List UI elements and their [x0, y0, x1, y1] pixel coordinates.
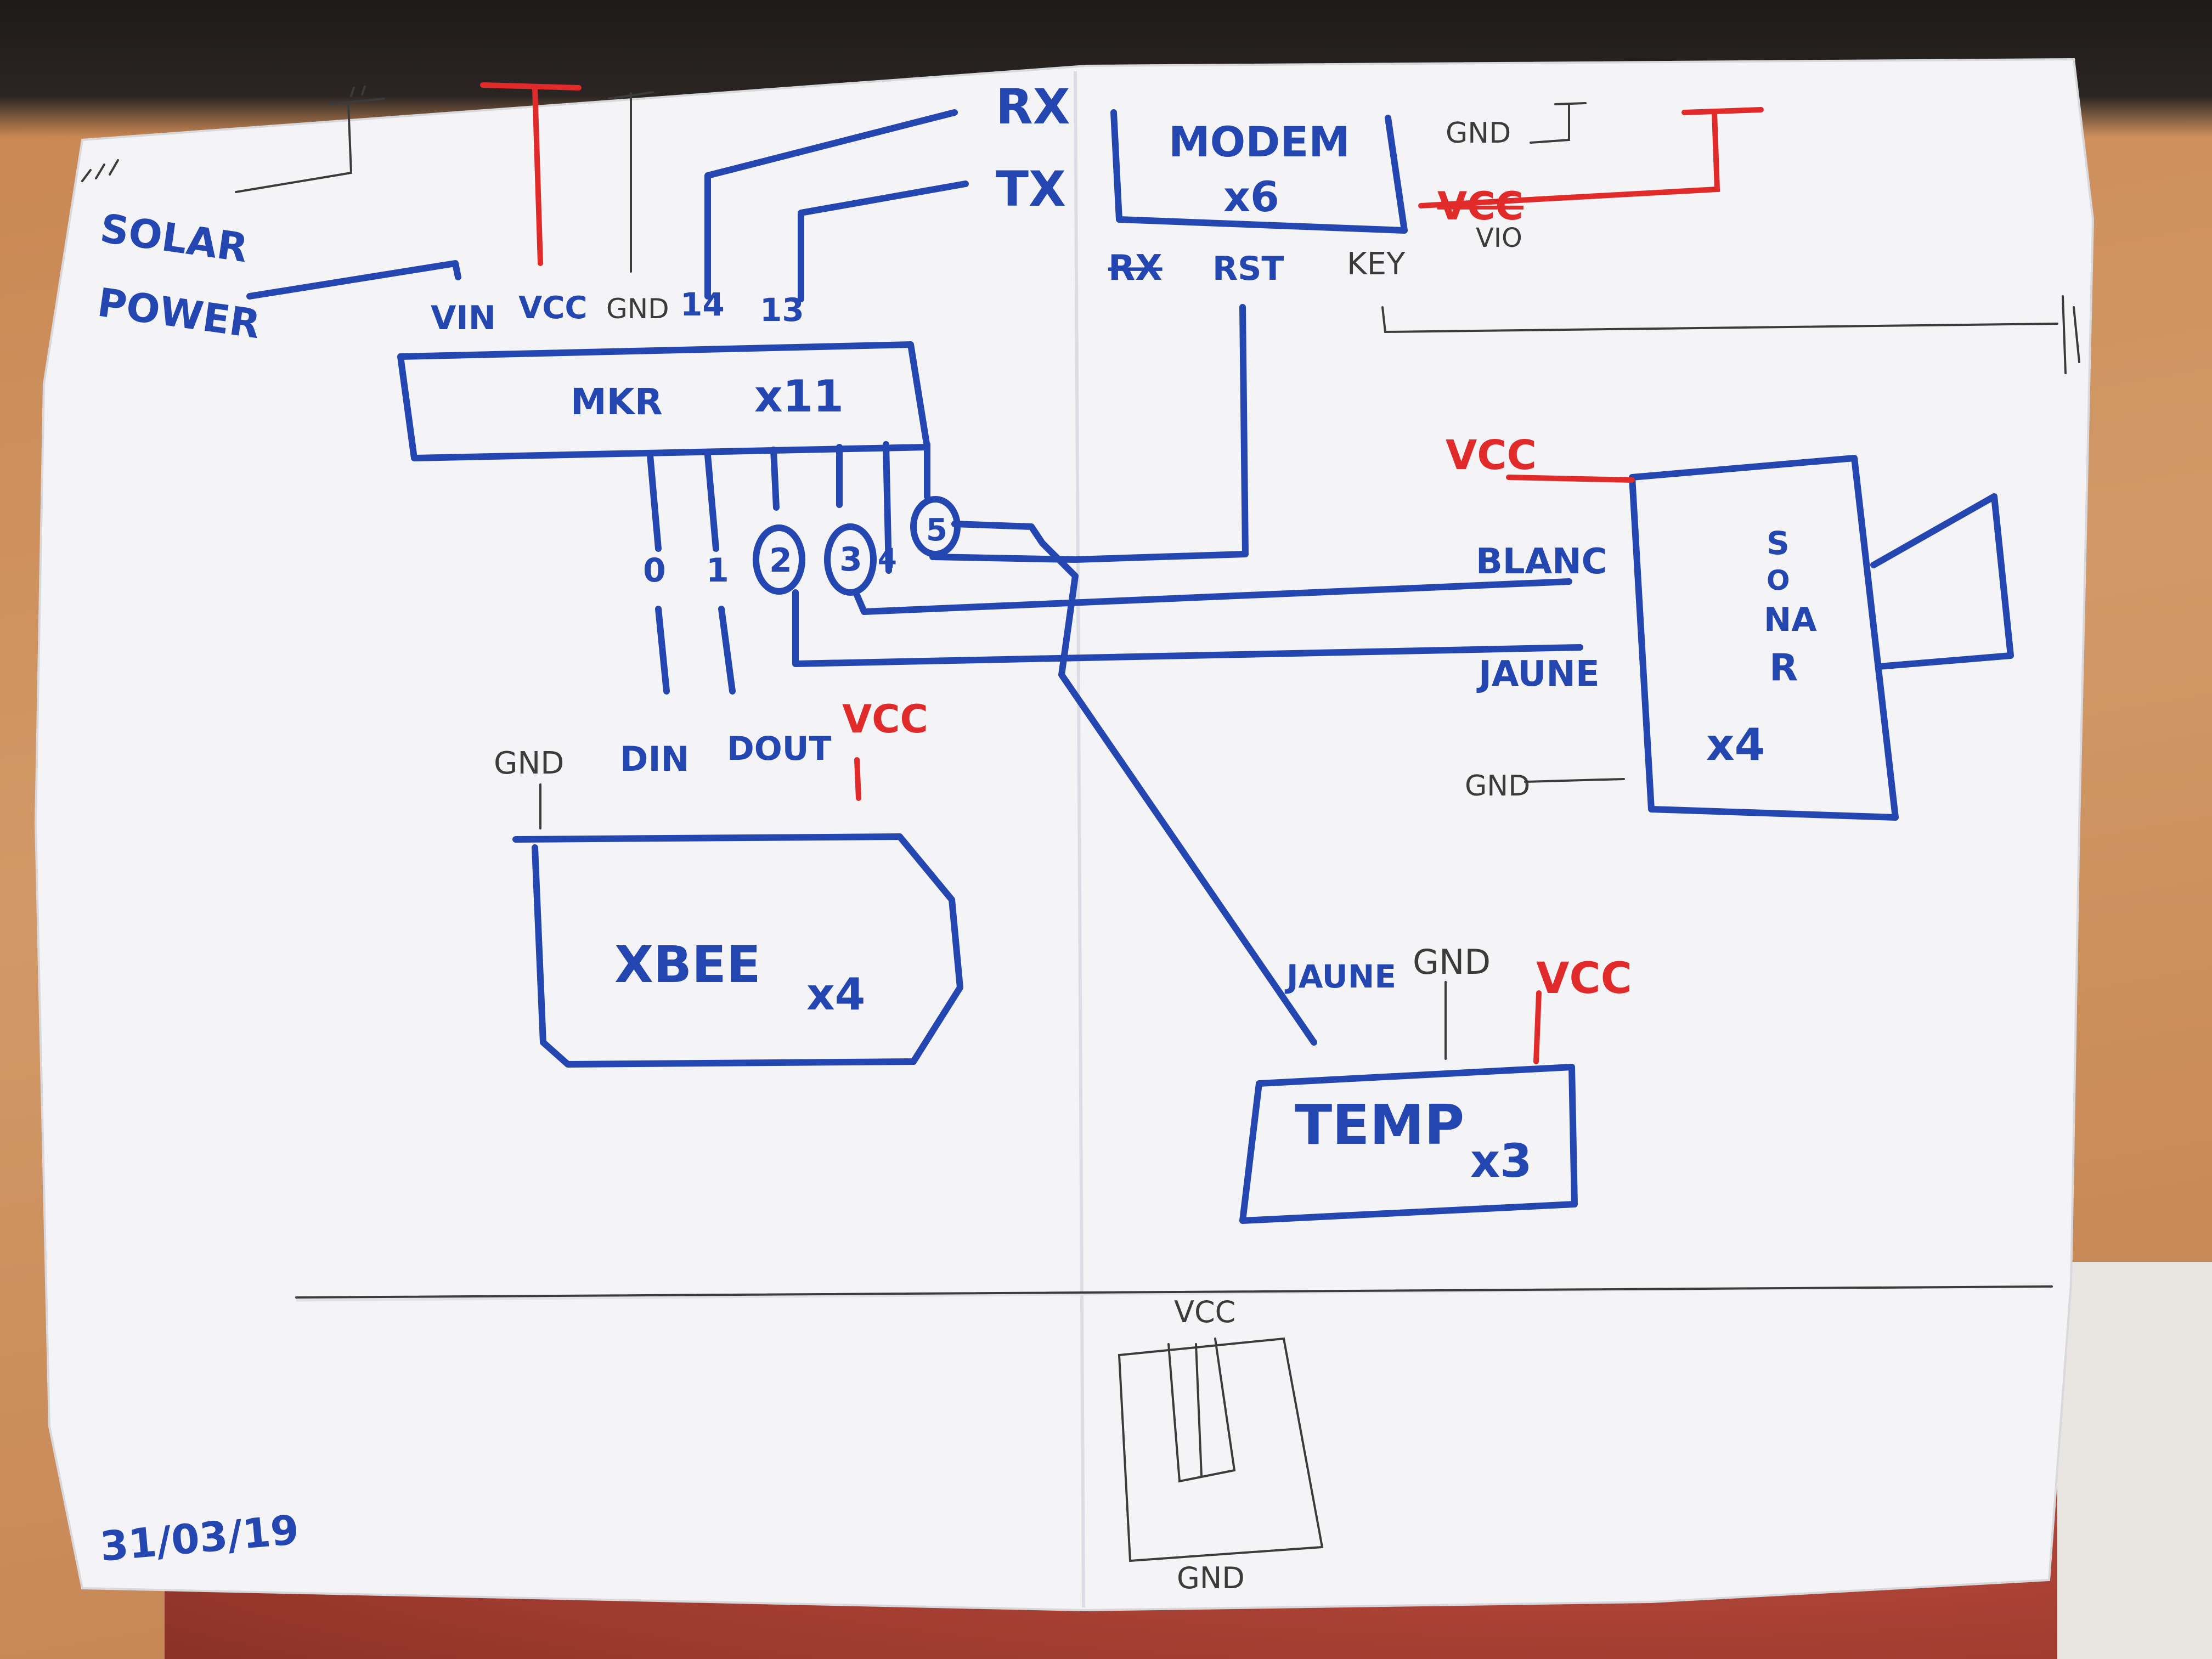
temp-box-outline	[1239, 1064, 1578, 1224]
bottom-sketch-inner	[1167, 1338, 1236, 1483]
modem-count: x6	[1223, 172, 1279, 221]
wire-rst-to-pin4	[929, 304, 1249, 563]
wire-solar-to-vin	[246, 260, 461, 300]
modem-gnd-label: GND	[1446, 117, 1511, 150]
temp-vcc-wire	[1533, 990, 1542, 1064]
mkr-pin-2: 2	[769, 541, 792, 580]
solar-ground-wire	[235, 103, 353, 193]
modem-rx-label: RX	[996, 78, 1070, 135]
ground-symbol-solar	[328, 86, 385, 105]
temp-gnd-label: GND	[1413, 942, 1491, 982]
mkr-pin-4: 4	[878, 543, 897, 574]
temp-count: x3	[1470, 1134, 1532, 1188]
modem-key-label: KEY	[1347, 246, 1406, 282]
wire-pin14-to-rx	[704, 109, 958, 300]
bottom-sketch-outline	[1118, 1337, 1324, 1562]
sonar-gnd-wire	[1524, 778, 1625, 783]
bottom-sketch-vcc: VCC	[1174, 1295, 1235, 1329]
modem-vio-label: VIO	[1476, 223, 1522, 253]
pencil-wiring	[81, 86, 2080, 1562]
ground-symbol-corner	[81, 159, 119, 182]
modem-box-outline	[1110, 109, 1408, 234]
table-edge-line	[295, 1285, 2053, 1299]
red-pen-wiring	[480, 82, 1764, 1064]
sonar-blanc-label: BLANC	[1476, 541, 1607, 582]
wire-pin0-xbee-din	[647, 452, 670, 695]
wire-pin3-to-sonar-blanc	[853, 578, 1572, 615]
modem-title: MODEM	[1169, 117, 1350, 166]
sonar-count: x4	[1706, 719, 1765, 770]
wall-background	[2057, 1262, 2212, 1659]
wire-pin2	[770, 447, 780, 511]
blue-pen-wiring	[246, 109, 2014, 1224]
temp-title: TEMP	[1295, 1093, 1464, 1157]
xbee-din-label: DIN	[620, 739, 689, 779]
mkr-gnd-wire	[608, 91, 654, 273]
paper-outline	[34, 58, 2095, 1612]
bottom-sketch-gnd: GND	[1177, 1561, 1245, 1595]
xbee-count: x4	[806, 969, 865, 1020]
vcc-red-tee-mkr	[480, 82, 582, 266]
sonar-vcc-label: VCC	[1446, 432, 1537, 479]
sonar-letter-na: NA	[1764, 601, 1817, 639]
wire-pin13-to-tx	[798, 180, 969, 302]
mkr-pin-5: 5	[926, 512, 947, 548]
key-ground-wire	[1381, 295, 2080, 374]
xbee-vcc-wire	[854, 757, 861, 801]
modem-vcc-struck: VCC	[1437, 184, 1523, 229]
mkr-count: x11	[754, 371, 844, 422]
temp-jaune-label: JAUNE	[1284, 958, 1396, 995]
temp-vcc-label: VCC	[1536, 954, 1632, 1003]
xbee-gnd-label: GND	[494, 746, 564, 781]
xbee-box-outline	[512, 833, 963, 1068]
modem-tx-label: TX	[996, 161, 1066, 217]
sonar-gnd-label: GND	[1465, 770, 1530, 803]
sonar-speaker-outline	[1870, 493, 2014, 670]
mkr-pin-vcc: VCC	[518, 290, 588, 326]
mkr-pin-0: 0	[643, 551, 666, 590]
sonar-letter-s: S	[1767, 524, 1790, 562]
vertical-fold-line	[1074, 71, 1085, 1608]
vcc-red-tee-modem	[1418, 107, 1764, 208]
sonar-vcc-wire	[1506, 475, 1635, 483]
sonar-letter-o: O	[1767, 565, 1790, 596]
wire-pin1-xbee-dout	[704, 452, 736, 695]
pin2-circle	[753, 524, 805, 595]
mkr-title: MKR	[571, 381, 663, 423]
modem-rst-label: RST	[1212, 250, 1284, 288]
xbee-dout-label: DOUT	[727, 730, 832, 768]
wire-pin4	[883, 441, 892, 574]
xbee-vcc-label: VCC	[842, 697, 928, 742]
modem-rx-struck: RX	[1108, 248, 1163, 289]
mkr-pin-3: 3	[839, 540, 862, 579]
sonar-box-outline	[1629, 455, 1899, 821]
pin3-circle	[824, 523, 877, 596]
mkr-pin-1: 1	[706, 551, 729, 590]
sonar-jaune-label: JAUNE	[1476, 654, 1600, 695]
mkr-pin-14: 14	[680, 286, 725, 323]
modem-gnd-wire	[1530, 102, 1587, 144]
xbee-title: XBEE	[614, 935, 761, 994]
wire-pin5-to-temp-jaune	[951, 521, 1317, 1046]
mkr-pin-gnd: GND	[606, 293, 669, 325]
sonar-letter-r: R	[1769, 646, 1798, 690]
wire-pin2-to-sonar-jaune	[792, 589, 1583, 667]
mkr-pin-vin: VIN	[431, 299, 496, 337]
mkr-pin-13: 13	[760, 291, 804, 329]
